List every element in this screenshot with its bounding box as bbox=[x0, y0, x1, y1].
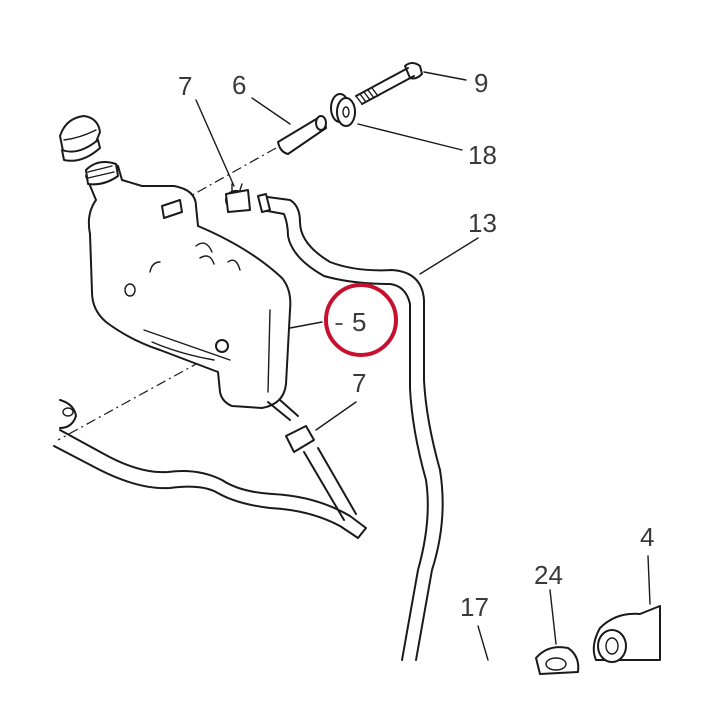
bolt-part-9[interactable] bbox=[355, 62, 423, 105]
bushing-part-24[interactable] bbox=[535, 646, 580, 675]
reservoir-tank[interactable] bbox=[85, 161, 292, 409]
filler-cap[interactable] bbox=[59, 115, 101, 162]
label-part-9: 9 bbox=[474, 68, 488, 98]
label-part-4: 4 bbox=[640, 522, 654, 552]
label-part-13: 13 bbox=[468, 208, 497, 238]
spacer-part-6[interactable] bbox=[277, 115, 327, 155]
master-cylinder-part-4[interactable] bbox=[592, 605, 661, 663]
label-part-7-bottom: 7 bbox=[352, 368, 366, 398]
label-part-6: 6 bbox=[232, 70, 246, 100]
tank-outlet-fitting[interactable] bbox=[161, 199, 183, 219]
label-part-24: 24 bbox=[534, 560, 563, 590]
assembly-axis-lines bbox=[57, 147, 277, 441]
washer-part-18[interactable] bbox=[330, 93, 356, 127]
mounting-bracket[interactable] bbox=[53, 399, 367, 539]
label-part-7-top: 7 bbox=[178, 71, 192, 101]
clip-part-7-top[interactable] bbox=[225, 183, 251, 213]
hose-part-13[interactable] bbox=[257, 193, 444, 661]
label-part-17: 17 bbox=[460, 592, 489, 622]
label-part-5: 5 bbox=[352, 307, 366, 337]
leader-lines bbox=[195, 71, 651, 661]
highlight-circle-part-5 bbox=[324, 283, 398, 357]
lower-hose[interactable] bbox=[267, 399, 357, 521]
label-part-18: 18 bbox=[468, 140, 497, 170]
